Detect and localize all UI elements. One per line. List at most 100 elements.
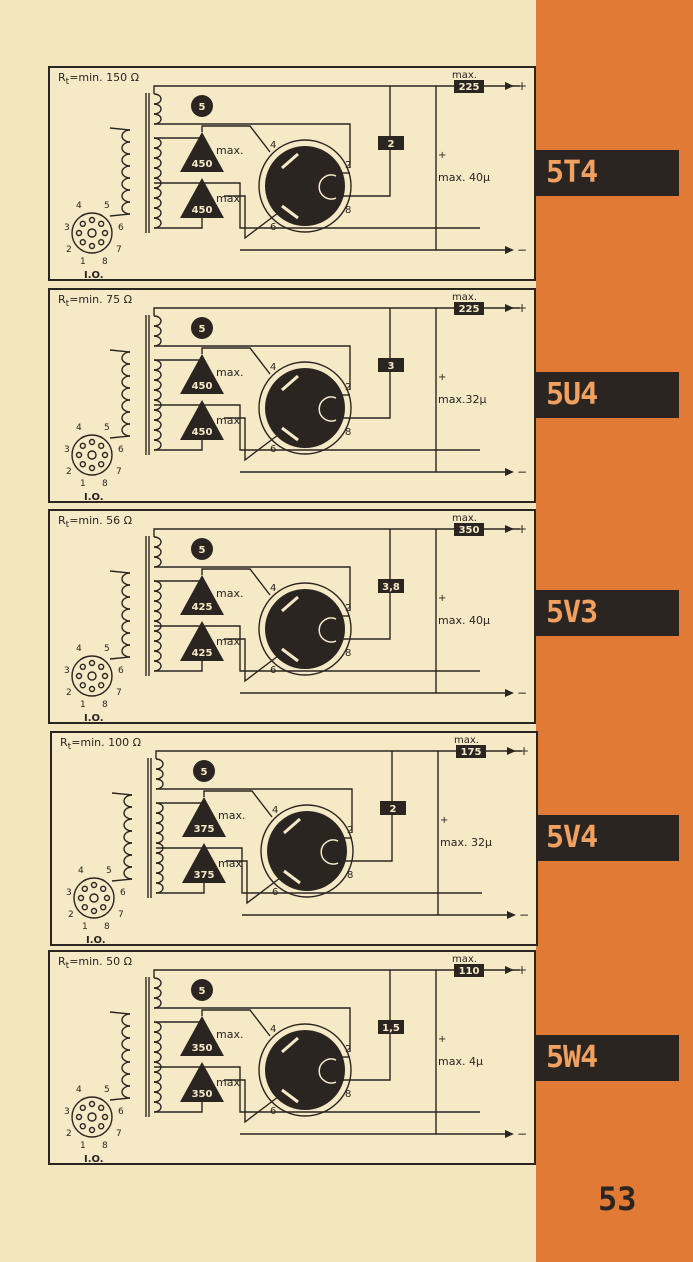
primary-coil-loop xyxy=(121,411,131,425)
pin-label-8: 8 xyxy=(345,648,351,659)
tube-anode-mark xyxy=(283,869,301,885)
circuit-wires xyxy=(73,750,522,919)
center-tap-wire xyxy=(154,182,480,229)
heater-voltage-badge xyxy=(193,760,215,782)
hv-coil-loop xyxy=(153,359,162,371)
cathode-wire xyxy=(340,308,391,419)
socket-io-label: I.O. xyxy=(84,492,104,503)
output-value: 350 xyxy=(459,525,480,536)
socket-pin xyxy=(75,451,83,459)
socket-pin-label: 8 xyxy=(102,257,108,267)
socket-pin-label: 2 xyxy=(66,688,72,698)
pin-label-2: 2 xyxy=(345,603,351,614)
anode-wire xyxy=(201,125,271,153)
rectifier-tube-icon xyxy=(265,368,345,448)
hv-coil-loop xyxy=(153,187,162,199)
tube-cathode-mark xyxy=(318,174,337,200)
heater-coil-loop xyxy=(153,556,162,568)
heater-voltage-badge xyxy=(191,95,213,117)
output-max-label: max. xyxy=(454,735,479,746)
negative-terminal: − xyxy=(517,465,527,479)
tube-anode-mark xyxy=(281,1088,299,1104)
heater-coil-loop xyxy=(153,546,162,558)
hv-coil-loop xyxy=(155,862,164,874)
socket-outline xyxy=(71,434,113,476)
anode-wire xyxy=(201,1009,271,1037)
socket-pin-label: 7 xyxy=(116,1129,122,1139)
hv-coil-loop xyxy=(153,439,162,451)
output-value-badge xyxy=(454,80,484,93)
heater-voltage-badge xyxy=(191,538,213,560)
socket-pin xyxy=(75,229,83,237)
primary-coil-loop xyxy=(121,1085,131,1099)
socket-pin-label: 6 xyxy=(118,1107,124,1117)
hv-coil-loop xyxy=(153,610,162,622)
socket-pin-label: 4 xyxy=(76,201,82,211)
pin-label-4: 4 xyxy=(270,583,276,594)
socket-pin xyxy=(79,442,87,450)
hv-coil-loop xyxy=(153,157,162,169)
diode-top-icon xyxy=(180,1016,224,1056)
socket-outline xyxy=(71,1096,113,1138)
diode-top-value: 375 xyxy=(194,824,215,835)
heater-coil-loop xyxy=(153,103,162,115)
circuit-wires xyxy=(71,307,520,476)
hv-coil-loop xyxy=(153,147,162,159)
anode-wire xyxy=(224,195,279,240)
tube-anode-mark xyxy=(283,817,301,835)
pin-label-8: 8 xyxy=(345,205,351,216)
arrow-icon xyxy=(507,911,516,919)
capacitor-value: max.32μ xyxy=(438,393,486,406)
tube-tab-5t4: 5T4 xyxy=(536,150,679,196)
tube-cathode-mark xyxy=(318,396,337,422)
heater-coil-loop xyxy=(153,997,162,1009)
primary-coil-loop xyxy=(121,399,131,413)
pin-label-4: 4 xyxy=(270,1024,276,1035)
socket-pin-label: 6 xyxy=(118,223,124,233)
anode-wire xyxy=(224,1079,279,1124)
coil-wire xyxy=(154,661,203,672)
hv-coil-loop xyxy=(153,419,162,431)
socket-io-label: I.O. xyxy=(86,935,106,946)
capacitor-value: max. 32μ xyxy=(440,836,492,849)
anode-wire xyxy=(203,790,273,818)
primary-lead xyxy=(109,1011,131,1015)
arrow-icon xyxy=(507,747,516,755)
page-number: 53 xyxy=(598,1180,637,1218)
socket-pin xyxy=(79,238,87,246)
cathode-wire xyxy=(340,970,391,1081)
diode-bottom-value: 450 xyxy=(192,427,213,438)
primary-lead xyxy=(109,656,131,660)
heater-voltage-badge xyxy=(191,979,213,1001)
rt-label: Rt=min. 150 Ω xyxy=(58,71,139,87)
top-rail xyxy=(153,969,520,978)
rt-label: Rt=min. 75 Ω xyxy=(58,293,132,309)
primary-coil-loop xyxy=(121,375,131,389)
hv-coil-loop xyxy=(153,1091,162,1103)
positive-terminal: + xyxy=(517,522,527,536)
hv-coil-loop xyxy=(153,650,162,662)
hv-coil-loop xyxy=(155,802,164,814)
socket-pin xyxy=(79,1104,87,1112)
rectifier-tube-icon xyxy=(265,589,345,669)
hv-coil-loop xyxy=(153,1071,162,1083)
socket-pin xyxy=(79,220,87,228)
primary-coil-loop xyxy=(123,854,133,868)
hv-coil-loop xyxy=(153,1101,162,1113)
heater-coil-loop xyxy=(153,536,162,548)
primary-lead xyxy=(109,435,131,439)
diode-bottom-icon xyxy=(180,400,224,440)
hv-coil-loop xyxy=(153,640,162,652)
resistor-value: 2 xyxy=(388,139,395,150)
anode-wire xyxy=(201,347,271,375)
socket-pin xyxy=(81,885,89,893)
pin-label-2: 2 xyxy=(347,825,353,836)
diode-top-value: 450 xyxy=(192,381,213,392)
socket-pin-label: 5 xyxy=(106,866,112,876)
output-value: 110 xyxy=(459,966,480,977)
output-max-label: max. xyxy=(452,954,477,965)
socket-pin-label: 4 xyxy=(76,1085,82,1095)
hv-coil-loop xyxy=(153,379,162,391)
hv-coil-loop xyxy=(153,207,162,219)
